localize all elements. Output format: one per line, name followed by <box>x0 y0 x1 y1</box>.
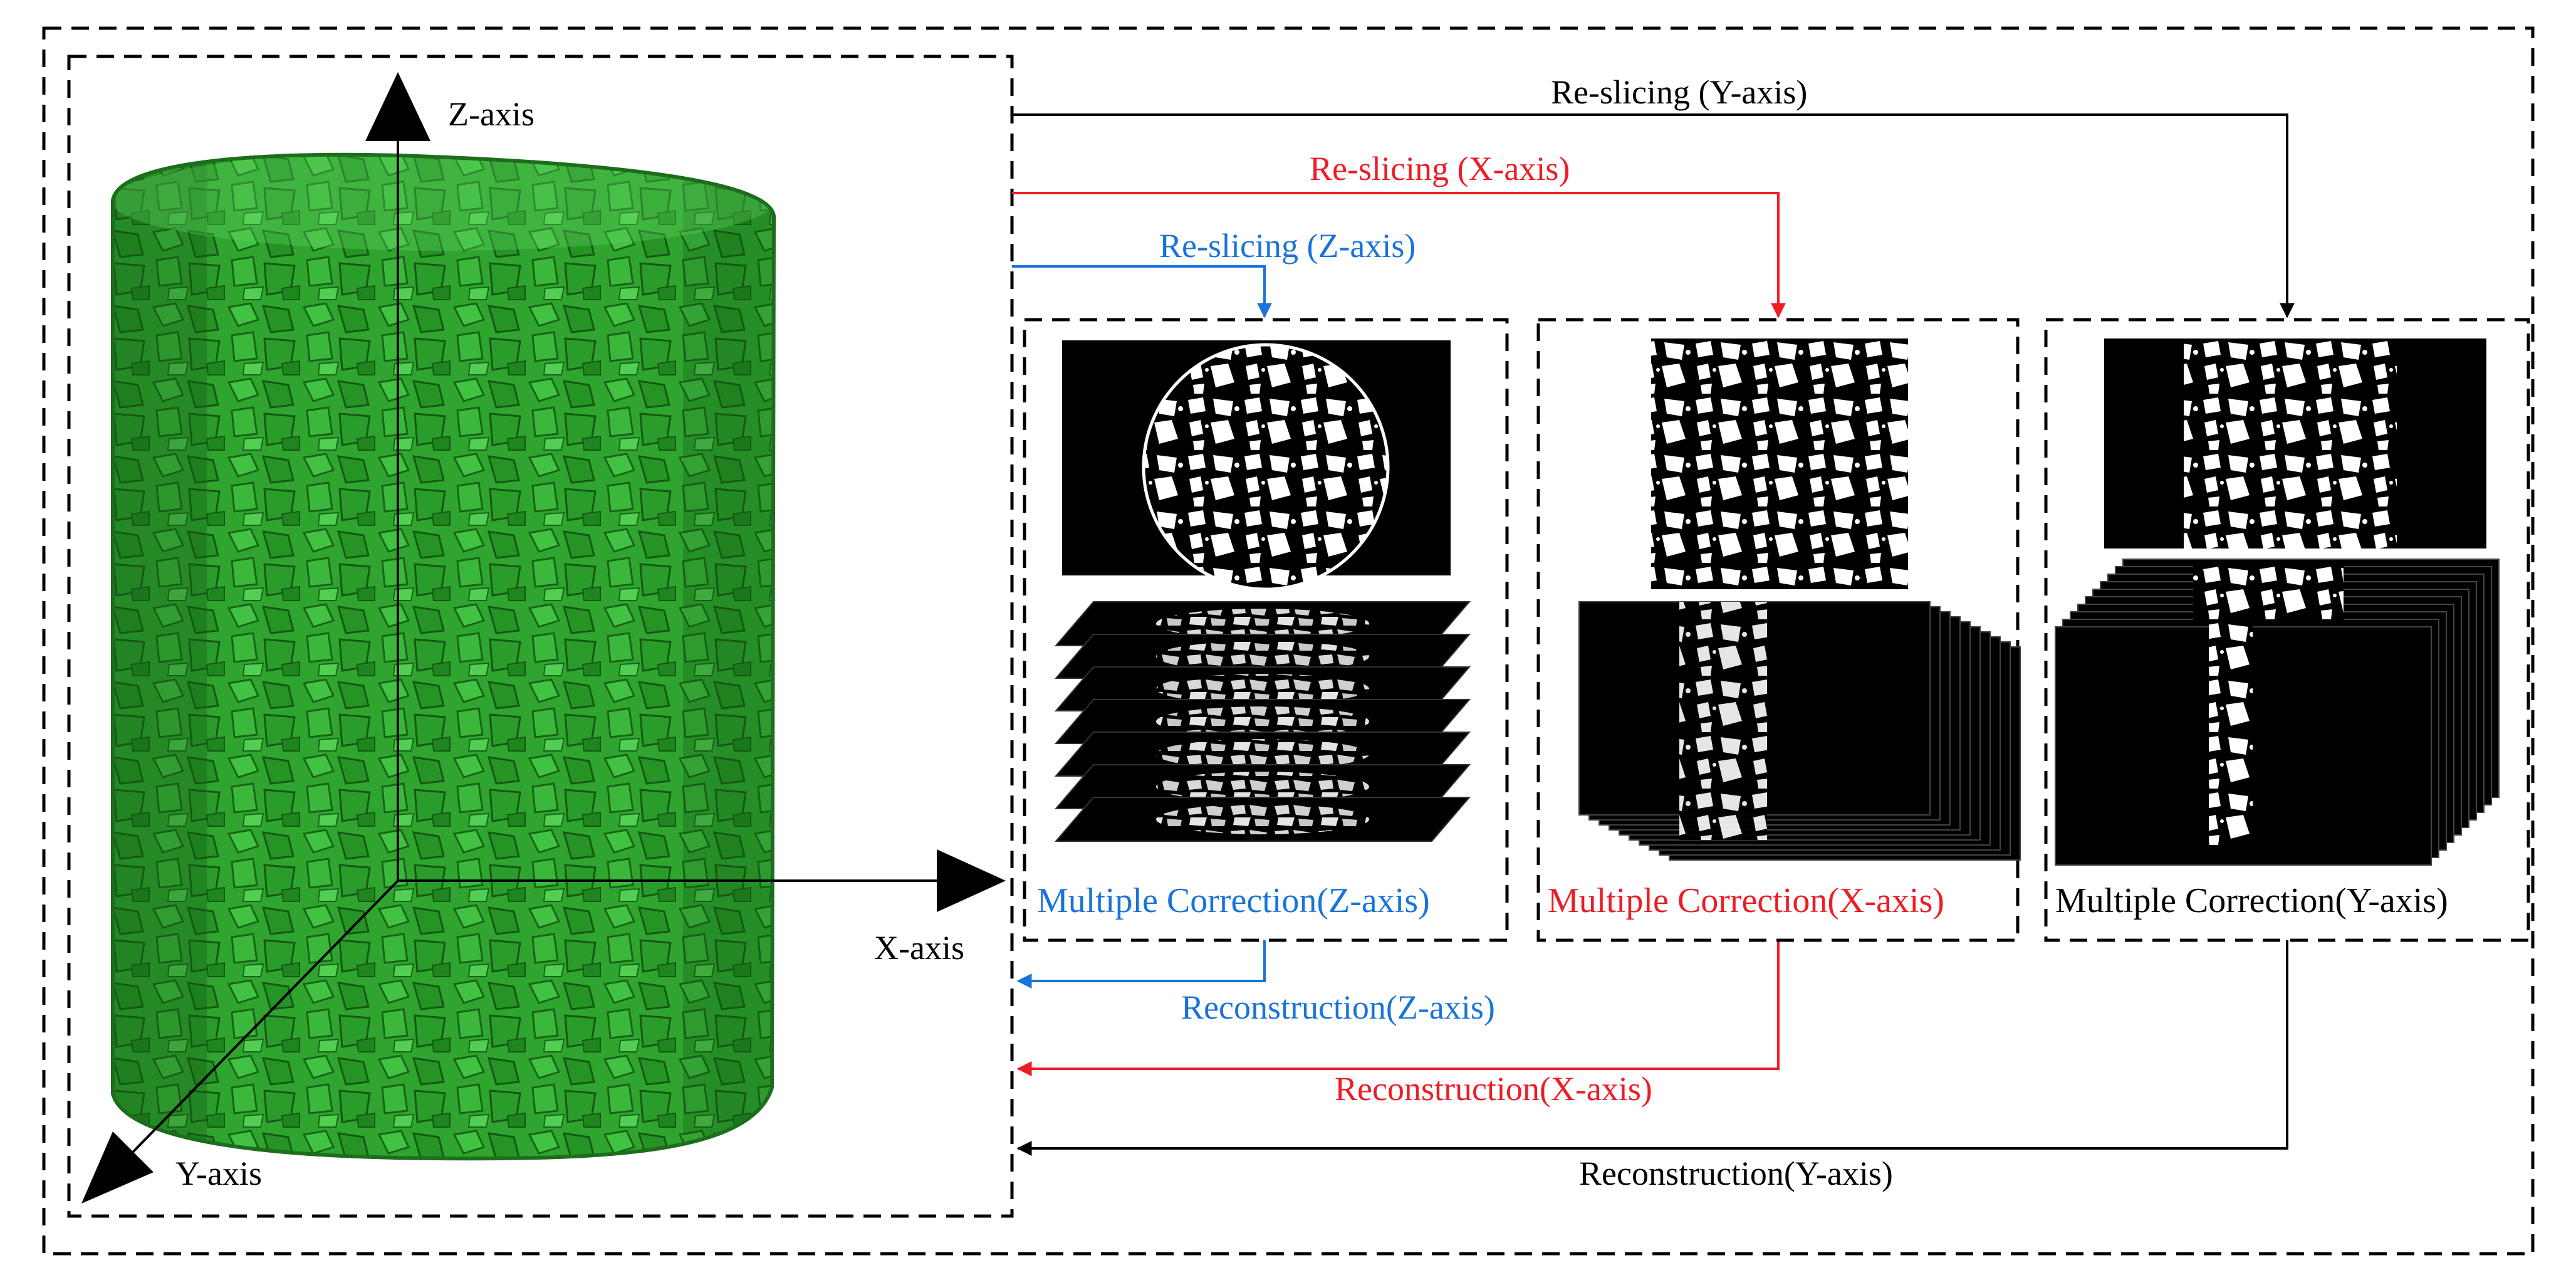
recon-z-label: Reconstruction(Z-axis) <box>1181 989 1495 1026</box>
binary-ct-slice-icon <box>1651 338 1908 589</box>
panel-x: Multiple Correction(X-axis) <box>1536 318 2021 942</box>
y-axis-label: Y-axis <box>175 1155 262 1192</box>
x-axis-arrowhead <box>937 849 1006 912</box>
recon-y-arrow <box>1016 940 2288 1156</box>
reconstruction-flows: Reconstruction(Z-axis) Reconstruction(X-… <box>1016 940 2288 1192</box>
recon-x-arrow <box>1016 940 1780 1076</box>
stack-sheet-aggregate <box>1156 804 1369 834</box>
panel-y: Multiple Correction(Y-axis) <box>2044 318 2530 942</box>
slice-stack-icon <box>1578 601 2021 861</box>
slice-stack-icon <box>2055 559 2500 866</box>
binary-ct-slice-icon <box>1062 340 1451 591</box>
reslice-z-arrow <box>1012 265 1272 318</box>
panel-x-label: Multiple Correction(X-axis) <box>1548 881 1944 920</box>
reslice-y-arrow <box>1012 113 2295 318</box>
panel-z-label: Multiple Correction(Z-axis) <box>1037 881 1430 920</box>
stack-aggregate-column <box>2209 621 2253 846</box>
green-aggregate-cylinder-icon <box>111 152 776 1161</box>
reslice-z-label: Re-slicing (Z-axis) <box>1159 227 1416 265</box>
stack-aggregate-band <box>1679 602 1767 840</box>
stack-aggregate-top <box>2193 564 2344 621</box>
reslice-flows: Re-slicing (Y-axis) Re-slicing (X-axis) … <box>1012 73 2295 318</box>
binary-ct-slice-icon <box>2104 338 2486 548</box>
stack-sheet-aggregate <box>1156 739 1369 769</box>
y-axis-line <box>130 879 399 1155</box>
outer-frame <box>42 26 2535 1256</box>
recon-x-label: Reconstruction(X-axis) <box>1335 1070 1652 1108</box>
reslice-x-arrow <box>1012 192 1786 318</box>
stack-sheet-aggregate <box>1156 706 1369 737</box>
stack-sheet-aggregate <box>1156 609 1369 639</box>
specimen-frame <box>67 55 1014 1218</box>
slice-stack-icon <box>1054 601 1471 842</box>
recon-z-arrow <box>1016 940 1266 989</box>
panel-y-label: Multiple Correction(Y-axis) <box>2055 881 2448 920</box>
z-axis-arrowhead <box>365 72 430 141</box>
panel-x-frame <box>1536 318 2020 942</box>
axes-group: Z-axis X-axis Y-axis <box>81 72 1006 1204</box>
z-axis-label: Z-axis <box>448 95 534 133</box>
y-axis-arrowhead <box>81 1131 154 1204</box>
panel-z: Multiple Correction(Z-axis) <box>1023 318 1509 942</box>
stack-sheet-aggregate <box>1156 641 1369 671</box>
stack-sheet-aggregate <box>1156 674 1369 704</box>
recon-y-label: Reconstruction(Y-axis) <box>1579 1155 1893 1192</box>
reslice-y-label: Re-slicing (Y-axis) <box>1551 73 1807 111</box>
x-axis-label: X-axis <box>874 929 964 967</box>
stack-sheet-aggregate <box>1156 772 1369 802</box>
reslice-x-label: Re-slicing (X-axis) <box>1310 150 1570 187</box>
